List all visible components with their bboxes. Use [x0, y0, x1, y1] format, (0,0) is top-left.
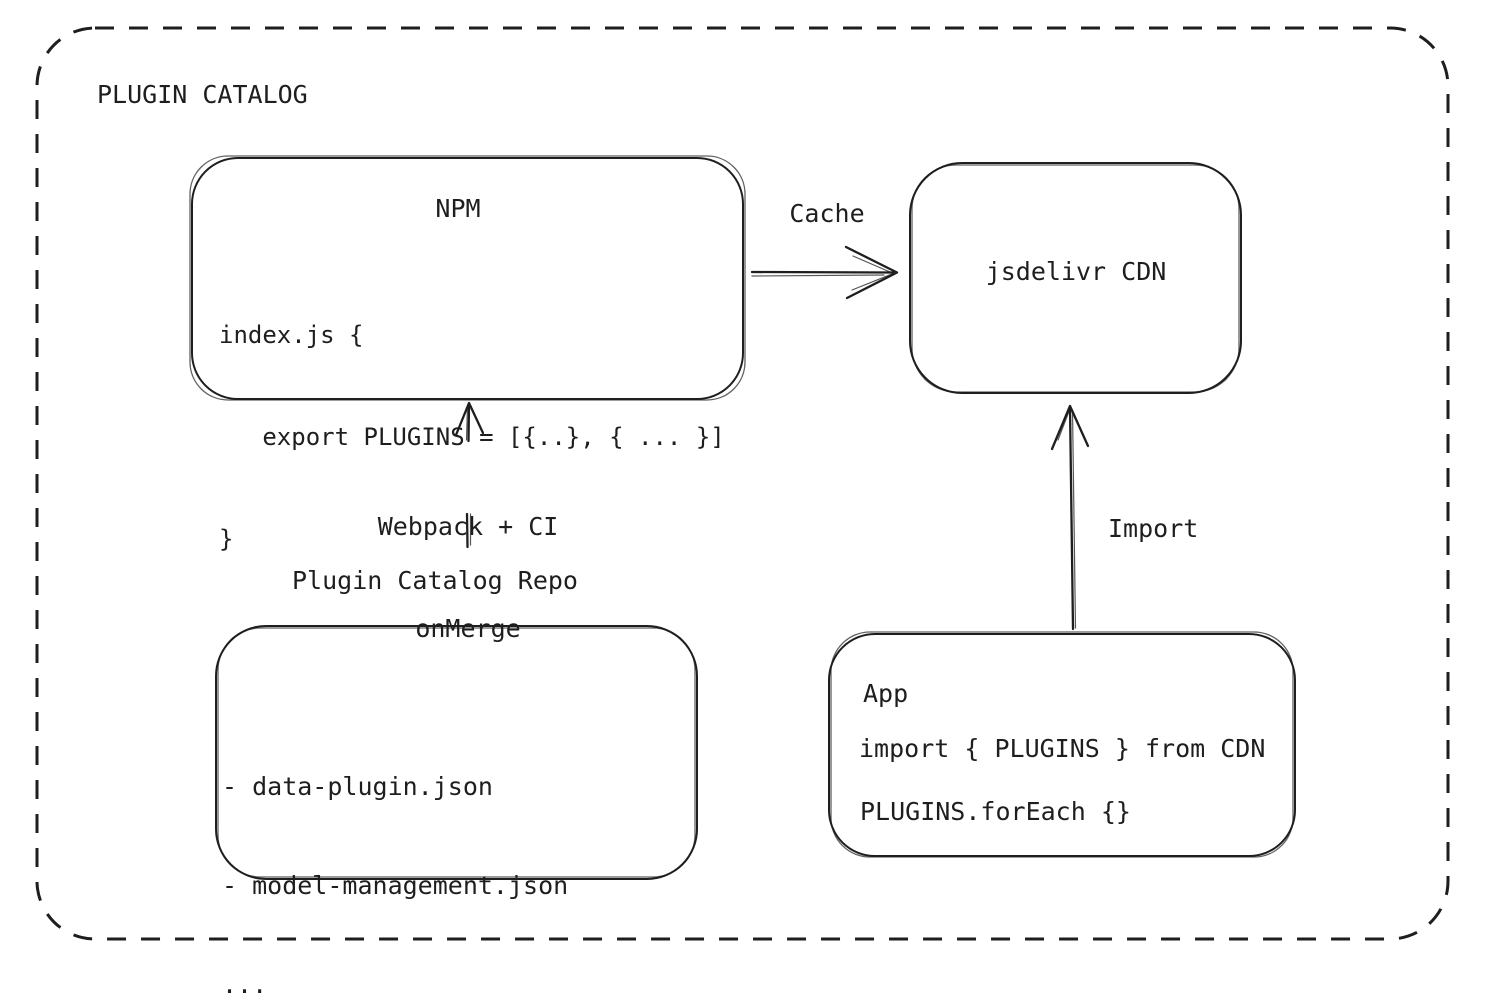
import-arrow — [1050, 404, 1090, 631]
app-box — [828, 631, 1296, 858]
repo-label: Plugin Catalog Repo — [292, 566, 578, 595]
repo-box — [215, 625, 698, 880]
cdn-label: jsdelivr CDN — [985, 257, 1167, 286]
import-arrow-label: Import — [1108, 514, 1199, 543]
npm-box — [189, 155, 746, 401]
npm-code: index.js { export PLUGINS = [{..}, { ...… — [219, 250, 725, 624]
build-arrow-label: Webpack + CI onMerge — [318, 442, 618, 714]
cache-arrow — [750, 245, 899, 300]
plugin-catalog-frame — [35, 26, 1450, 941]
repo-file: - data-plugin.json — [222, 772, 493, 801]
repo-file: - model-management.json — [222, 871, 569, 900]
npm-code-line: export PLUGINS = [{..}, { ... }] — [219, 423, 725, 451]
app-code-line: import { PLUGINS } from CDN — [859, 734, 1266, 763]
repo-file-list: - data-plugin.json - model-management.js… — [222, 704, 568, 1002]
npm-code-line: index.js { — [219, 321, 364, 349]
npm-code-line: } — [219, 525, 234, 553]
build-arrow-label-line1: Webpack + CI — [377, 512, 559, 541]
npm-title: NPM — [435, 194, 481, 223]
repo-file: ... — [222, 970, 268, 999]
cdn-box — [909, 162, 1242, 394]
app-title: App — [863, 679, 909, 708]
app-code-line: PLUGINS.forEach {} — [860, 797, 1131, 826]
cache-arrow-label: Cache — [789, 199, 865, 228]
frame-title: PLUGIN CATALOG — [97, 80, 308, 109]
build-arrow — [454, 401, 485, 549]
build-arrow-label-line2: onMerge — [415, 614, 521, 643]
